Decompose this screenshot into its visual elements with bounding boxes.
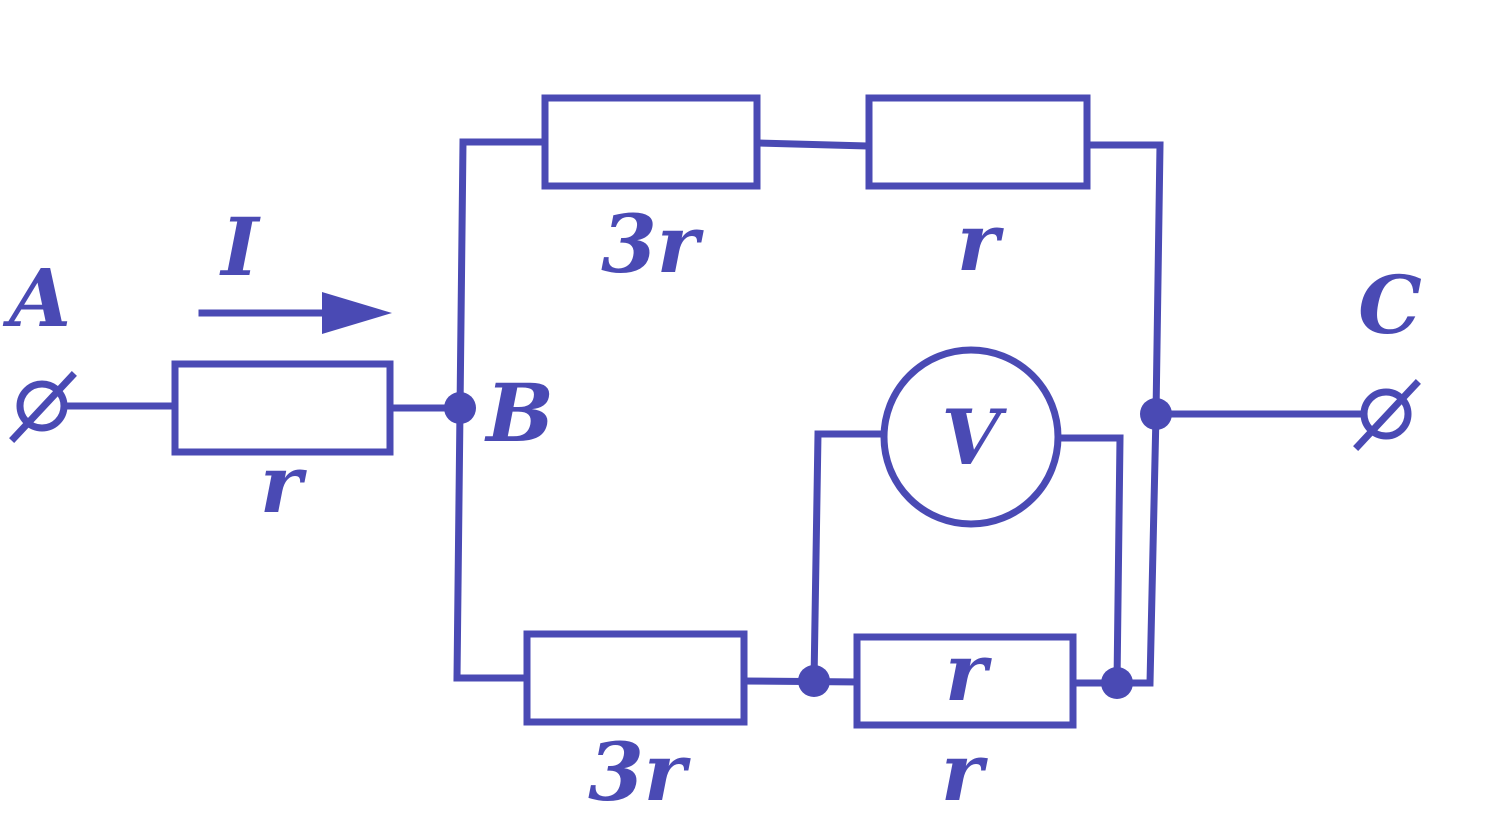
node-b-dot [444,392,476,424]
resistor-bottom-left [523,630,748,726]
node-b-label: B [484,366,554,460]
resistor-bottom-left-label: 3r [588,725,691,819]
resistors [171,94,1091,729]
current-label: I [219,200,261,294]
resistor-bottom-right-inside-label: r [945,625,992,719]
voltmeter: V [880,346,1062,528]
junction-nodes [444,392,1172,699]
resistor-input-label: r [260,437,307,531]
resistor-top-left [541,94,761,190]
wire-top-middle [753,139,873,150]
node-bottom-right-dot [1101,667,1133,699]
resistor-labels: r 3r r 3r r r [260,195,1004,819]
resistor-bottom-right [853,633,1077,729]
terminal-c-label: C [1358,258,1422,352]
resistor-top-right-label: r [957,195,1004,289]
wire-voltmeter-left [810,430,887,685]
resistor-bottom-right-below-label: r [941,725,988,819]
current-indicator: I [198,200,392,334]
wire-voltmeter-right [1055,434,1124,687]
resistor-top-right [865,94,1091,190]
current-arrow-head [322,292,392,334]
node-c-dot [1140,398,1172,430]
resistor-input [171,360,394,456]
terminal-c: C [1353,258,1422,451]
terminal-c-slash [1353,379,1421,451]
terminal-a-label: A [2,251,71,345]
resistor-top-left-label: 3r [601,197,704,291]
terminal-a-slash [9,371,77,443]
node-bottom-middle-dot [798,665,830,697]
voltmeter-label: V [942,393,1008,482]
terminal-a: A [2,251,77,443]
voltmeter-circle [880,346,1062,528]
